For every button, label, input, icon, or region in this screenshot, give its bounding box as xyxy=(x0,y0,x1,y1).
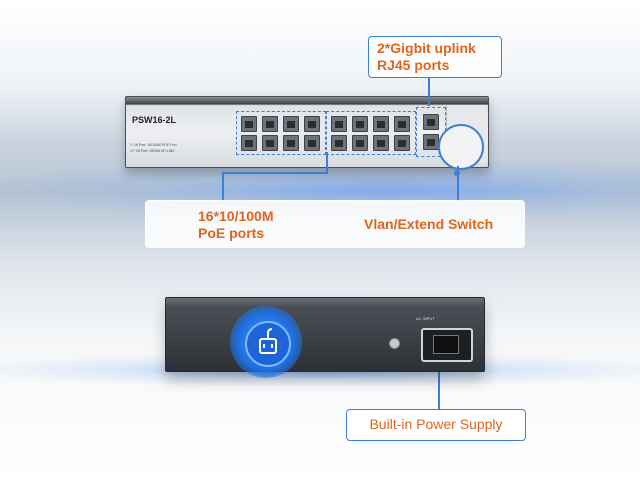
poe-connector-up xyxy=(326,152,328,173)
ground-screw xyxy=(389,338,400,349)
rj45-port xyxy=(394,135,410,151)
rj45-port xyxy=(262,116,278,132)
rj45-port xyxy=(241,135,257,151)
uplink-callout-line-2: RJ45 ports xyxy=(377,57,450,73)
switch-back-panel: AC INPUT xyxy=(165,297,485,372)
power-supply-callout: Built-in Power Supply xyxy=(346,409,526,441)
uplink-callout: 2*Gigbit uplink RJ45 ports xyxy=(368,36,502,78)
poe-port-group-1 xyxy=(236,111,326,155)
poe-port-group-2 xyxy=(326,111,416,155)
spec-line-1: 1~16 Port: 10/100M POE Port xyxy=(130,143,177,147)
model-label: PSW16-2L xyxy=(132,115,177,125)
rj45-port xyxy=(352,135,368,151)
rj45-port xyxy=(373,116,389,132)
vlan-connector-line xyxy=(457,166,459,202)
switch-front-panel: PSW16-2L 1~16 Port: 10/100M POE Port 17~… xyxy=(125,96,489,168)
ac-input-label: AC INPUT xyxy=(416,316,435,321)
rj45-port xyxy=(394,116,410,132)
plug-icon xyxy=(245,321,291,367)
ports-callout: 16*10/100M PoE ports Vlan/Extend Switch xyxy=(145,200,525,248)
ac-power-socket xyxy=(421,328,473,362)
rj45-port xyxy=(283,116,299,132)
vlan-callout: Vlan/Extend Switch xyxy=(364,216,494,232)
poe-connector-horizontal xyxy=(222,172,328,174)
uplink-port xyxy=(423,134,439,150)
poe-callout: 16*10/100M PoE ports xyxy=(198,208,274,242)
rj45-port xyxy=(331,135,347,151)
vlan-connector-dot xyxy=(454,170,460,176)
rj45-port xyxy=(331,116,347,132)
ac-socket-pins xyxy=(433,335,459,354)
poe-callout-line-1: 16*10/100M xyxy=(198,208,274,224)
spec-line-2: 17~18 Port: 1000M UP-LINK xyxy=(130,149,175,153)
rj45-port xyxy=(241,116,257,132)
rj45-port xyxy=(283,135,299,151)
uplink-connector-line xyxy=(428,78,430,106)
rj45-port xyxy=(304,116,320,132)
plug-icon-graphic xyxy=(259,328,277,354)
uplink-callout-line-1: 2*Gigbit uplink xyxy=(377,40,476,56)
vlan-switch-highlight xyxy=(438,124,484,170)
uplink-port xyxy=(423,114,439,130)
power-connector-line xyxy=(438,345,440,411)
poe-connector-down xyxy=(222,172,224,202)
rj45-port xyxy=(373,135,389,151)
poe-callout-line-2: PoE ports xyxy=(198,225,265,241)
rj45-port xyxy=(262,135,278,151)
rj45-port xyxy=(304,135,320,151)
rj45-port xyxy=(352,116,368,132)
